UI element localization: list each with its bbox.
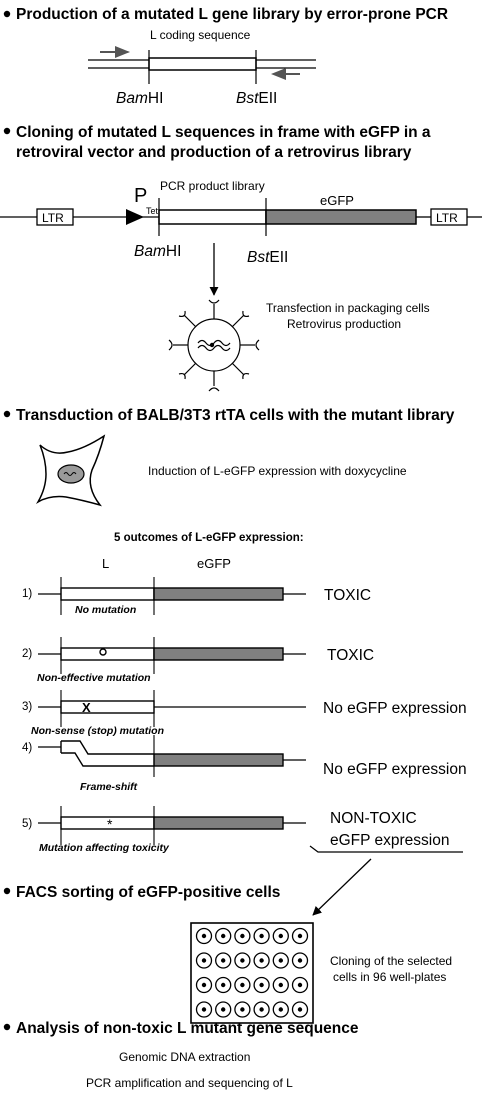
virus-core-dot	[209, 342, 215, 348]
outcome-row-4: 4) Frame-shift No eGFP expression	[22, 735, 467, 793]
bullet	[3, 410, 11, 418]
well-colony-dot	[221, 982, 226, 988]
outcome-row-5: 5) * Mutation affecting toxicity NON-TOX…	[22, 806, 463, 854]
outcome-result: No eGFP expression	[323, 700, 467, 717]
well-colony-dot	[297, 982, 303, 988]
reverse-primer-arrow	[271, 68, 300, 80]
outcome-number: 4)	[22, 742, 32, 754]
well-colony-dot	[221, 1007, 226, 1012]
section-title-pcr: Production of a mutated L gene library b…	[16, 6, 448, 23]
bullet	[3, 10, 11, 18]
induction-text: Induction of L-eGFP expression with doxy…	[148, 464, 407, 478]
plate-wells	[195, 927, 309, 1018]
well-colony-dot	[278, 933, 283, 939]
outcome-row-2: 2) Non-effective mutation TOXIC	[22, 637, 374, 684]
coding-sequence-label: L coding sequence	[150, 28, 251, 42]
96-well-plate	[190, 922, 314, 1024]
well-colony-dot	[297, 1007, 303, 1012]
section-title-analysis: Analysis of non-toxic L mutant gene sequ…	[16, 1020, 359, 1037]
well-colony-dot	[240, 958, 245, 963]
tet-promoter-triangle	[126, 209, 144, 225]
well-colony-dot	[259, 958, 264, 963]
well-colony-dot	[278, 982, 283, 988]
outcome-result-line2: eGFP expression	[330, 832, 449, 849]
promoter-label: P	[134, 185, 147, 207]
rna-genome	[197, 339, 231, 347]
outcome-caption: Frame-shift	[80, 781, 138, 793]
well-colony-dot	[201, 982, 207, 988]
outcome-caption: No mutation	[75, 604, 136, 616]
forward-primer-arrow	[100, 46, 130, 58]
outcome-caption: Non-effective mutation	[37, 672, 151, 684]
bullet	[3, 127, 11, 135]
well-colony-dot	[259, 1007, 264, 1012]
well-colony-dot	[278, 1007, 283, 1012]
cell-nucleus	[57, 464, 85, 484]
outcome-row-1: 1) No mutation TOXIC	[22, 577, 371, 616]
outcome-number: 3)	[22, 701, 32, 713]
outcome-row-3: 3) X Non-sense (stop) mutation No eGFP e…	[22, 690, 467, 737]
toxicity-mutation-marker: *	[107, 816, 113, 832]
well-colony-dot	[259, 933, 264, 939]
transfection-line2: Retrovirus production	[287, 317, 401, 331]
transfection-line1: Transfection in packaging cells	[266, 301, 430, 315]
well-colony-dot	[221, 958, 226, 963]
well-colony-dot	[297, 958, 303, 963]
col-l-label: L	[102, 556, 109, 571]
pcr-library-box	[158, 209, 267, 225]
well-colony-dot	[221, 933, 226, 939]
ltr-left-label: LTR	[42, 211, 64, 225]
section-title-facs: FACS sorting of eGFP-positive cells	[16, 884, 280, 901]
egfp-vector-box	[265, 209, 417, 225]
outcomes-title: 5 outcomes of L-eGFP expression:	[114, 532, 304, 544]
bsteii-site-label: BstEII	[236, 90, 277, 107]
mutation-marker-circle	[99, 648, 107, 656]
well-colony-dot	[240, 982, 245, 988]
ltr-right-label: LTR	[436, 211, 458, 225]
well-colony-dot	[201, 933, 207, 939]
well-colony-dot	[278, 958, 283, 963]
outcome-caption: Mutation affecting toxicity	[39, 842, 170, 854]
section-title-cloning-line1: Cloning of mutated L sequences in frame …	[16, 124, 431, 141]
bamhi-site-label: BamHI	[116, 90, 163, 107]
outcome-number: 5)	[22, 818, 32, 830]
well-colony-dot	[201, 958, 207, 963]
coding-sequence-box	[148, 57, 257, 71]
cloning-line1: Cloning of the selected	[330, 954, 452, 968]
well-colony-dot	[259, 982, 264, 988]
pcr-construct	[88, 50, 316, 84]
outcome-caption: Non-sense (stop) mutation	[31, 725, 164, 737]
library-label: PCR product library	[160, 179, 265, 193]
to-plate-arrow	[312, 858, 372, 916]
cell-drawing	[35, 434, 106, 507]
outcome-result: TOXIC	[327, 647, 374, 664]
bullet	[3, 887, 11, 895]
egfp-vector-label: eGFP	[320, 193, 354, 208]
col-egfp-label: eGFP	[197, 556, 231, 571]
section-title-transduction: Transduction of BALB/3T3 rtTA cells with…	[16, 407, 455, 424]
stop-marker: X	[82, 700, 91, 715]
well-colony-dot	[240, 1007, 245, 1012]
outcome-result: TOXIC	[324, 587, 371, 604]
vector-bamhi-label: BamHI	[134, 243, 181, 260]
well-colony-dot	[201, 1007, 207, 1012]
outcome-result: No eGFP expression	[323, 761, 467, 778]
outcome-number: 1)	[22, 588, 32, 600]
section-title-cloning-line2: retroviral vector and production of a re…	[16, 144, 412, 161]
bullet	[3, 1023, 11, 1031]
well-colony-dot	[240, 933, 245, 939]
well-colony-dot	[297, 933, 303, 939]
retroviral-vector	[0, 198, 482, 236]
promoter-subscript: Tet	[146, 206, 159, 216]
outcome-result-line1: NON-TOXIC	[330, 810, 417, 827]
analysis-step1: Genomic DNA extraction	[119, 1050, 250, 1064]
cloning-line2: cells in 96 well-plates	[333, 970, 446, 984]
analysis-step2: PCR amplification and sequencing of L	[86, 1076, 293, 1090]
outcome-number: 2)	[22, 648, 32, 660]
vector-bsteii-label: BstEII	[247, 249, 288, 266]
